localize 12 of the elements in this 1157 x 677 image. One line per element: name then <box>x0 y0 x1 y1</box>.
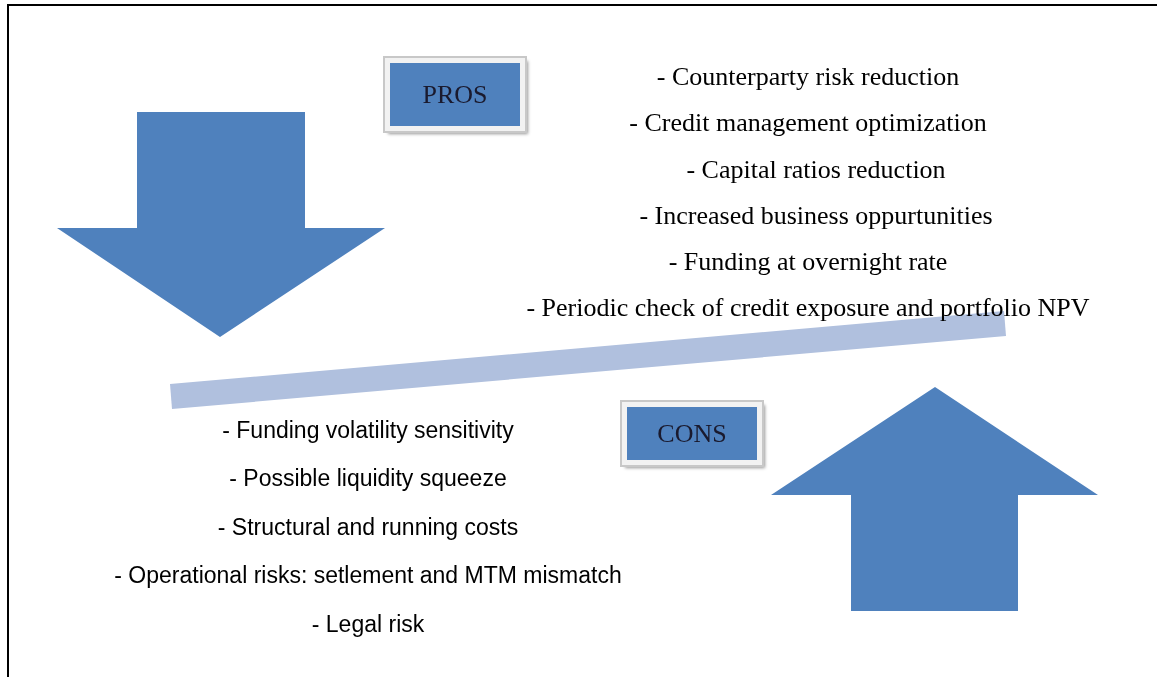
heading-box: CONS <box>622 402 762 465</box>
list-item-text: - Increased business oppurtunities <box>639 203 993 229</box>
list-item-text: - Operational risks: setlement and MTM mismatch <box>114 564 622 587</box>
list-item-text: - Counterparty risk reduction <box>656 64 960 90</box>
list-item-text: - Periodic check of credit exposure and portfolio NPV <box>526 295 1090 321</box>
list-item-text: - Capital ratios reduction <box>686 157 946 183</box>
list-item-text: - Credit management optimization <box>629 110 987 136</box>
heading-box: PROS <box>385 58 525 131</box>
list-item-text: - Possible liquidity squeeze <box>229 467 507 490</box>
list-item-text: - Structural and running costs <box>217 516 519 539</box>
list-item-text: - Funding at overnight rate <box>668 249 948 275</box>
list-item-text: - Legal risk <box>311 613 425 636</box>
